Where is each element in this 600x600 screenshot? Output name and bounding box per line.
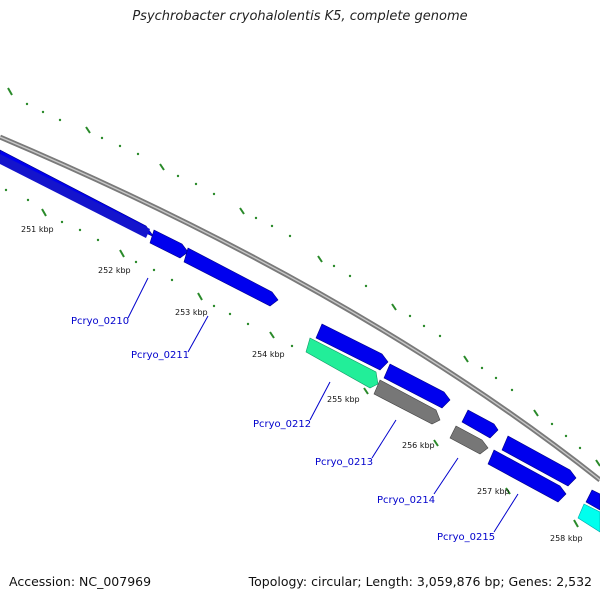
kbp-label: 257 kbp xyxy=(477,487,510,496)
genome-backbone-highlight xyxy=(0,136,600,481)
kbp-label: 254 kbp xyxy=(252,350,285,359)
gene-arrow-green[interactable] xyxy=(305,337,379,389)
gene-label[interactable]: Pcryo_0215 xyxy=(437,532,495,543)
gene-label[interactable]: Pcryo_0212 xyxy=(253,419,311,430)
kbp-label: 251 kbp xyxy=(21,225,54,234)
gene-arrow[interactable] xyxy=(487,449,567,503)
gene-arrow[interactable] xyxy=(501,435,577,487)
gene-arrow-cyan[interactable] xyxy=(577,503,600,533)
kbp-label: 253 kbp xyxy=(175,308,208,317)
leader-line xyxy=(127,277,149,319)
outer-tick-track xyxy=(7,87,600,467)
inner-tick-track xyxy=(4,188,579,528)
leader-line xyxy=(493,493,519,533)
gene-arrow[interactable] xyxy=(585,489,600,511)
gene-arrow[interactable] xyxy=(183,247,279,307)
kbp-label: 252 kbp xyxy=(98,266,131,275)
accession-label: Accession: NC_007969 xyxy=(9,574,152,589)
gene-arrow[interactable] xyxy=(315,323,389,371)
gene-label[interactable]: Pcryo_0213 xyxy=(315,457,373,468)
gene-label[interactable]: Pcryo_0210 xyxy=(71,316,129,327)
map-title: Psychrobacter cryohalolentis K5, complet… xyxy=(132,9,468,24)
gene-label[interactable]: Pcryo_0214 xyxy=(377,495,435,506)
gene-label[interactable]: Pcryo_0211 xyxy=(131,350,189,361)
leader-line xyxy=(187,315,209,353)
gene-arrow-shade xyxy=(0,154,150,238)
gene-arrow[interactable] xyxy=(383,363,451,409)
kbp-label: 255 kbp xyxy=(327,395,360,404)
leader-line xyxy=(371,419,397,459)
gene-arrow-gray[interactable] xyxy=(373,379,441,425)
leader-line xyxy=(433,457,459,495)
gene-arrow[interactable] xyxy=(149,229,189,259)
kbp-label: 258 kbp xyxy=(550,534,583,543)
leader-line xyxy=(309,381,331,421)
topology-label: Topology: circular; Length: 3,059,876 bp… xyxy=(248,574,592,589)
gene-arrow[interactable] xyxy=(461,409,499,439)
gene-arrow-gray[interactable] xyxy=(449,425,489,455)
kbp-label: 256 kbp xyxy=(402,441,435,450)
